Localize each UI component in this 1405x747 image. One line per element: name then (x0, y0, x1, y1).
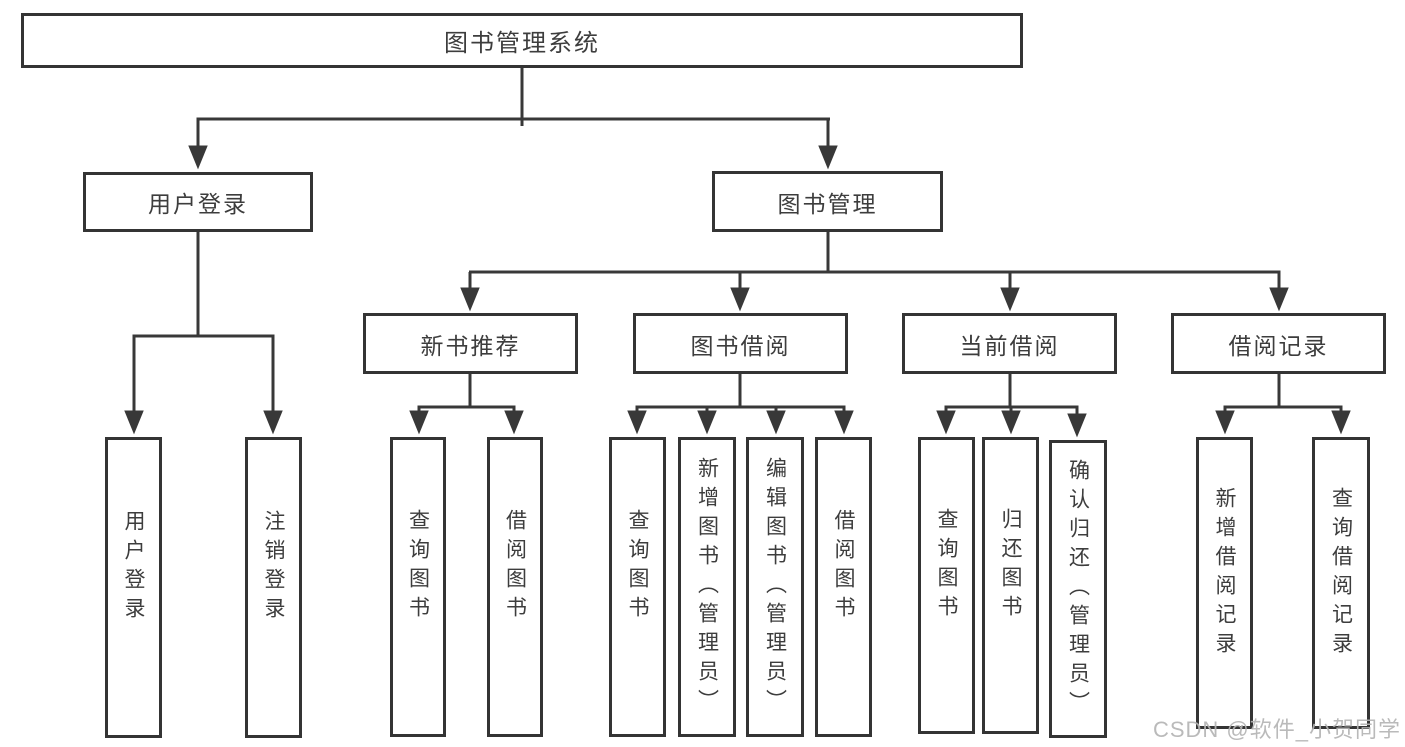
node-label: 编辑图书（管理员） (763, 456, 787, 718)
node-add-borrow-record: 新增借阅记录 (1196, 437, 1253, 729)
node-return-book: 归还图书 (982, 437, 1039, 734)
node-label: 确认归还（管理员） (1066, 458, 1090, 720)
node-logout: 注销登录 (245, 437, 302, 738)
node-label: 用户登录 (122, 509, 145, 626)
node-label: 当前借阅 (959, 332, 1060, 359)
node-label: 借阅图书 (503, 509, 527, 625)
node-label: 图书借阅 (690, 332, 791, 359)
node-confirm-return-admin: 确认归还（管理员） (1049, 440, 1107, 738)
watermark: CSDN @软件_小贺同学 (1152, 717, 1401, 742)
node-root: 图书管理系统 (21, 13, 1023, 68)
node-label: 注销登录 (262, 509, 285, 626)
node-label: 借阅记录 (1228, 332, 1329, 359)
node-book-borrow: 图书借阅 (633, 313, 848, 374)
node-query-books-recommend: 查询图书 (390, 437, 446, 737)
node-label: 查询图书 (406, 509, 430, 625)
node-label: 借阅图书 (832, 509, 855, 625)
node-user-login: 用户登录 (105, 437, 162, 738)
node-query-borrow-record: 查询借阅记录 (1312, 437, 1370, 729)
node-query-books-borrow: 查询图书 (609, 437, 666, 737)
node-label: 查询图书 (935, 507, 958, 624)
node-label: 新增图书（管理员） (695, 456, 719, 718)
node-label: 新书推荐 (420, 332, 521, 359)
node-borrow-books-recommend: 借阅图书 (487, 437, 543, 737)
node-label: 查询图书 (626, 509, 649, 625)
node-label: 图书管理 (777, 190, 878, 217)
node-add-book-admin: 新增图书（管理员） (678, 437, 736, 737)
node-root-label: 图书管理系统 (444, 30, 600, 57)
node-query-books-current: 查询图书 (918, 437, 975, 734)
node-edit-book-admin: 编辑图书（管理员） (746, 437, 804, 737)
node-borrow-records: 借阅记录 (1171, 313, 1386, 374)
node-user-login-branch: 用户登录 (83, 172, 313, 232)
node-label: 用户登录 (148, 191, 248, 217)
node-label: 归还图书 (999, 507, 1022, 624)
node-current-borrow: 当前借阅 (902, 313, 1117, 374)
node-book-management: 图书管理 (712, 171, 943, 232)
node-new-book-recommend: 新书推荐 (363, 313, 578, 374)
node-borrow-books: 借阅图书 (815, 437, 872, 737)
node-label: 新增借阅记录 (1213, 487, 1236, 661)
node-label: 查询借阅记录 (1329, 487, 1353, 661)
